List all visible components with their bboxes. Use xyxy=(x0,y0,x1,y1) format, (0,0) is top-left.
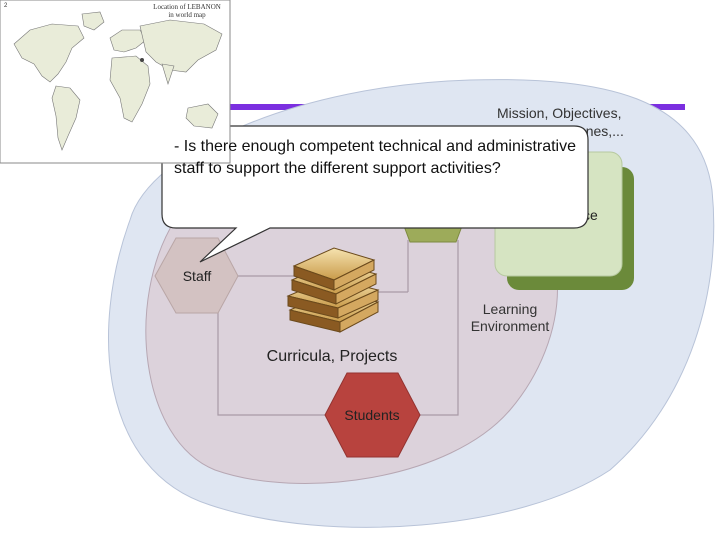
students-label: Students xyxy=(344,407,399,423)
learning-label-line-2: Environment xyxy=(471,318,550,334)
map-caption: Location of LEBANON in world map xyxy=(153,3,221,19)
staff-hexagon xyxy=(154,237,239,314)
connector-lines xyxy=(217,240,459,416)
books-icon xyxy=(286,247,380,333)
world-map-icon xyxy=(0,0,231,164)
callout-text: - Is there enough competent technical an… xyxy=(174,138,577,177)
learning-label-line-1: Learning xyxy=(483,301,538,317)
curricula-label: Curricula, Projects xyxy=(267,348,398,365)
mission-line-1: Mission, Objectives, xyxy=(497,105,621,121)
map-corner-number: 2 xyxy=(4,3,8,9)
students-hexagon xyxy=(324,372,421,458)
staff-label: Staff xyxy=(183,268,212,284)
